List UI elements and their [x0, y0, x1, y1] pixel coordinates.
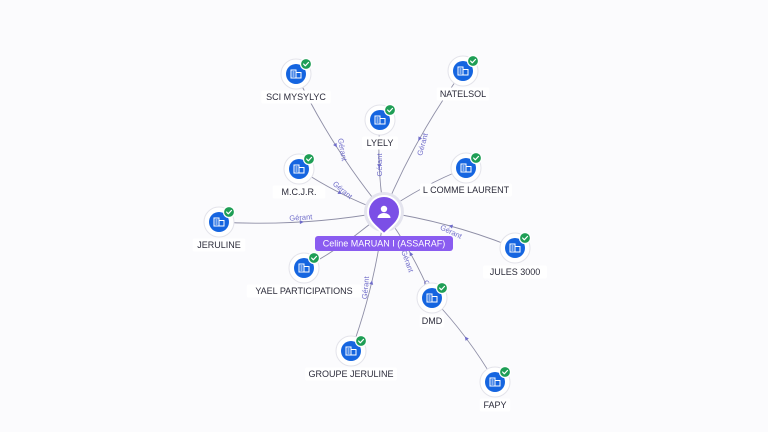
nodes-layer: SCI MYSYLYC LYELY NATELSOL M.C.J.R. L COMME …	[192, 54, 547, 412]
node-label-dmd: DMD	[422, 316, 443, 326]
check-icon	[299, 57, 313, 71]
building-icon	[213, 217, 225, 227]
check-icon	[307, 251, 321, 265]
check-icon	[302, 152, 316, 166]
building-icon	[457, 66, 469, 76]
company-node-l-comme-laurent[interactable]: L COMME LAURENT	[420, 151, 512, 197]
edge-arrow-jules-3000	[448, 224, 454, 229]
company-node-lyely[interactable]: LYELY	[362, 103, 398, 150]
node-label-fapy: FAPY	[483, 400, 506, 410]
building-icon	[509, 243, 521, 253]
edge-label-natelsol: Gérant	[415, 131, 430, 156]
check-icon	[466, 54, 480, 68]
node-label-lyely: LYELY	[367, 138, 394, 148]
node-label-bg	[272, 185, 326, 199]
building-icon	[293, 164, 305, 174]
company-node-mcjr[interactable]: M.C.J.R.	[272, 152, 326, 199]
person-icon	[377, 205, 391, 218]
edge-label-lyely: Gérant	[375, 153, 384, 177]
company-node-natelsol[interactable]: NATELSOL	[436, 54, 490, 101]
edge-label-dmd: Gérant	[399, 249, 416, 274]
company-node-fapy[interactable]: FAPY	[479, 365, 512, 412]
company-node-dmd[interactable]: DMD	[416, 281, 449, 328]
building-icon	[460, 163, 472, 173]
company-node-yael-participations[interactable]: YAEL PARTICIPATIONS	[246, 251, 362, 298]
company-node-jeruline[interactable]: JERULINE	[192, 205, 246, 252]
node-label-bg	[246, 284, 362, 298]
node-label-bg	[436, 87, 490, 101]
edge-arrow-lyely	[377, 164, 382, 169]
center-label: Celine MARUAN I (ASSARAF)	[323, 239, 446, 249]
check-icon	[518, 231, 532, 245]
check-icon	[222, 205, 236, 219]
check-icon	[498, 365, 512, 379]
building-icon	[298, 263, 310, 273]
check-icon	[354, 334, 368, 348]
node-label-jules-3000: JULES 3000	[490, 267, 541, 277]
edge-fapy	[431, 297, 496, 383]
edge-arrow-fapy	[464, 336, 469, 341]
edge-arrow-dmd	[409, 251, 414, 257]
node-label-jeruline: JERULINE	[197, 240, 241, 250]
edge-label-sci-mysylyc: Gérant	[336, 137, 349, 162]
center-label-bg	[315, 236, 453, 251]
check-icon	[469, 151, 483, 165]
company-node-sci-mysylyc[interactable]: SCI MYSYLYC	[261, 57, 331, 104]
company-node-groupe-jeruline[interactable]: GROUPE JERULINE	[305, 334, 397, 381]
node-label-mcjr: M.C.J.R.	[282, 187, 317, 197]
node-label-bg	[192, 238, 246, 252]
building-icon	[345, 346, 357, 356]
building-icon	[489, 377, 501, 387]
edge-arrow-jeruline	[299, 220, 304, 225]
building-icon	[374, 115, 386, 125]
company-node-jules-3000[interactable]: JULES 3000	[483, 231, 547, 279]
node-label-sci-mysylyc: SCI MYSYLYC	[266, 92, 326, 102]
node-label-bg	[419, 314, 445, 328]
edge-arrow-groupe-jeruline	[369, 280, 374, 285]
center-node[interactable]: Celine MARUAN I (ASSARAF)	[315, 192, 453, 251]
node-label-bg	[420, 183, 512, 197]
building-icon	[426, 293, 438, 303]
node-label-bg	[261, 90, 331, 104]
node-label-groupe-jeruline: GROUPE JERULINE	[308, 369, 393, 379]
edge-label-jeruline: Gérant	[289, 212, 313, 223]
edge-arrow-sci-mysylyc	[333, 142, 337, 148]
check-icon	[383, 103, 397, 117]
node-label-bg	[362, 136, 398, 150]
node-label-bg	[479, 398, 511, 412]
edge-label-groupe-jeruline: Gérant	[360, 275, 371, 300]
node-label-natelsol: NATELSOL	[440, 89, 486, 99]
check-icon	[435, 281, 449, 295]
building-icon	[290, 69, 302, 79]
edge-arrow-natelsol	[418, 136, 422, 141]
node-label-l-comme-laurent: L COMME LAURENT	[423, 185, 510, 195]
node-label-bg	[483, 265, 547, 279]
node-label-yael-participations: YAEL PARTICIPATIONS	[255, 286, 352, 296]
node-label-bg	[305, 367, 397, 381]
edge-arrow-mcjr	[337, 190, 342, 194]
